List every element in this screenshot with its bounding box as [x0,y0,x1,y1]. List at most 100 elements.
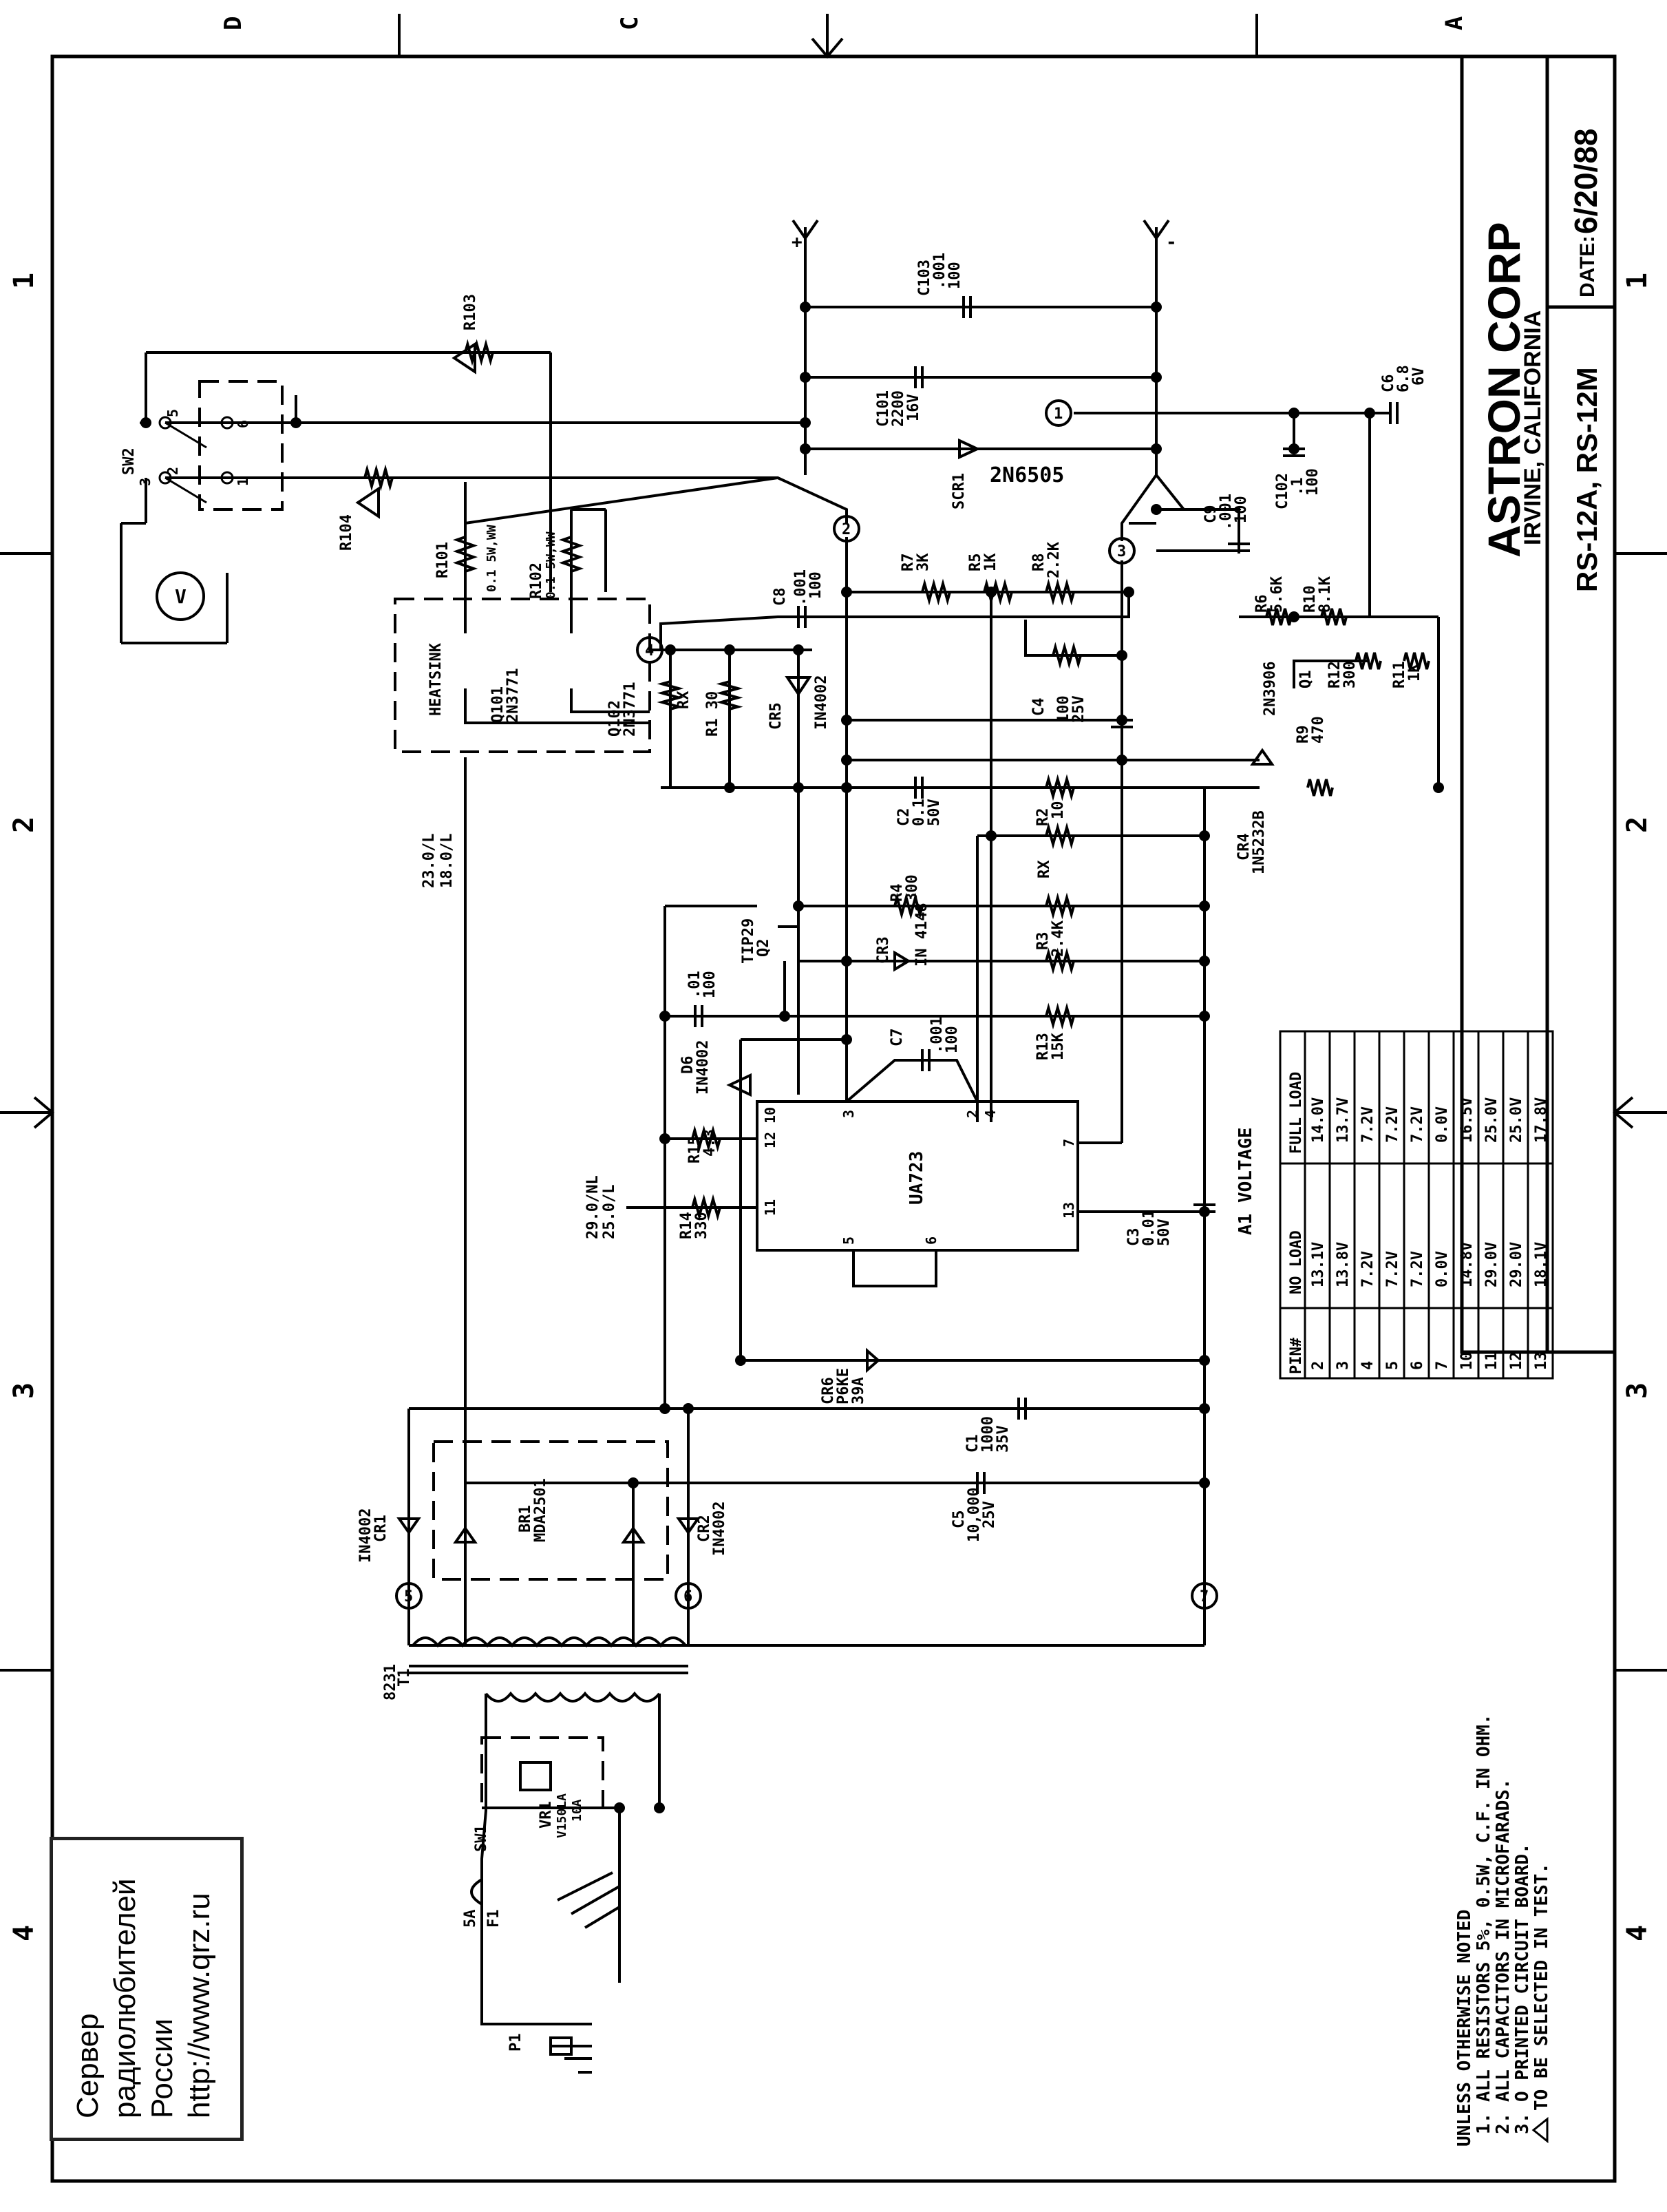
table-cell: 25.0V [1508,1097,1525,1143]
zone-number-1-right: 1 [1622,273,1653,289]
switch-arm [164,476,207,504]
table-grid [1304,1031,1529,1378]
switch-contact [220,416,234,430]
label-c2-v1: 0.1 [911,799,928,826]
resistor-icon [1052,642,1082,669]
pcb-node-label: 4 [645,642,654,660]
label-cr1: CR1 [372,1515,390,1542]
junction-dot [841,755,852,766]
resistors [363,339,1430,1221]
label-ic-pin7: 7 [1061,1139,1077,1147]
table-cell: 5 [1384,1361,1401,1370]
label-f1-value: 5A [462,1910,479,1928]
label-r6: R6 [1253,595,1271,613]
label-c7: C7 [889,1029,906,1047]
label-cr4-type: 1N5232B [1251,810,1268,874]
label-sw-pin2: 2 [164,467,181,475]
c7-loop [845,1059,979,1103]
zone-arrow-left [0,1096,55,1129]
junction-dot [659,1011,670,1022]
date-label: DATE: [1576,236,1599,297]
wire [1121,474,1158,541]
label-t1: T1 [396,1669,413,1687]
junction-dot [1123,587,1134,598]
watermark-text: Сервер радиолюбителей России http://www.… [53,1840,240,2138]
zone-number-4-right: 4 [1622,1925,1653,1941]
label-r10: R10 [1302,585,1319,613]
table-cell: 13.1V [1310,1242,1327,1287]
label-sw-pin6: 6 [235,420,251,428]
table-cell: 7.2V [1359,1251,1377,1287]
cr3-diode-icon [893,950,911,972]
label-r15: R15 [686,1136,703,1163]
label-v-23: 23.0/L [421,834,438,888]
label-cr6-t1: P6KE [835,1368,852,1404]
table-cell: 6 [1409,1361,1426,1370]
component-labels: C103 .001 100 C101 2200 16V C102 .1 100 … [120,232,1427,2052]
junction-dot [1199,1477,1210,1488]
label-rx: RX [675,691,692,710]
label-r104: R104 [338,514,355,551]
pcb-node-label: 3 [1117,543,1126,560]
label-v-29: 29.0/NL [584,1175,602,1239]
note-line-3: 3. O PRINTED CIRCUIT BOARD. [1512,1843,1533,2134]
label-cr6-t2: 39A [850,1377,867,1404]
table-header-fullload: FULL LOAD [1288,1072,1305,1154]
label-cr4: CR4 [1235,833,1253,861]
junction-dot [1199,1355,1210,1366]
label-c3-v1: 0.01 [1140,1210,1158,1246]
label-c1: C1 [964,1435,981,1453]
pcb-node-icon [1108,537,1136,565]
label-r102: R102 [528,562,545,599]
c8-row [659,592,1130,650]
label-c3: C3 [1125,1228,1143,1247]
label-r13: R13 [1034,1033,1052,1060]
label-c4-v1: 100 [1055,695,1072,723]
notes-heading: UNLESS OTHERWISE NOTED [1454,1910,1475,2147]
table-cell: 29.0V [1483,1242,1500,1287]
junction-dot [841,782,852,793]
label-c10-v1: .01 [686,971,703,998]
pcb-node-label: 1 [1054,405,1063,423]
label-c6: C6 [1380,375,1397,393]
table-cell: 0.0V [1434,1106,1451,1143]
notes-block: UNLESS OTHERWISE NOTED 1. ALL RESISTORS … [1454,1714,1552,2147]
table-title: A1 VOLTAGE [1235,1127,1256,1235]
junction-dot [1151,504,1162,515]
cr5-diode-icon [785,676,812,697]
label-r4-value: 300 [904,874,921,902]
fuse-icon [470,1878,483,1906]
label-q2: Q2 [755,939,772,958]
junction-dot [841,1034,852,1045]
label-c8-v2: 100 [807,571,825,599]
resistor-icon [558,536,584,573]
transformer-secondary [412,1636,687,1648]
label-q101: Q101 [489,686,507,723]
table-cell: 11 [1483,1352,1500,1371]
watermark-line-3: России [145,2018,179,2118]
pcb-node-icon [395,1582,423,1610]
d6-diode-icon [726,1073,752,1097]
resistor-icon [1045,1002,1075,1030]
junction-dots [140,302,1444,1813]
varistor-icon [519,1761,552,1791]
cr1-diode-icon [396,1517,421,1535]
label-ic-pin3: 3 [840,1110,857,1118]
zone-number-2: 2 [8,817,40,833]
label-c6-v1: 6.8 [1395,365,1412,392]
label-r101-value: 0.1 5W,WW [485,525,499,592]
table-cell: 10 [1458,1352,1476,1371]
junction-dot [665,644,676,655]
label-r5: R5 [967,554,984,572]
label-c7-v1: .001 [928,1017,946,1053]
voltmeter-icon [156,571,205,621]
ground-icon [557,1871,621,1929]
junction-dot [659,1133,670,1144]
junction-dot [1199,956,1210,967]
resistor-icon [1045,892,1075,920]
resistor-icon [1355,652,1382,670]
label-r101: R101 [434,542,452,578]
junction-dot [1433,782,1444,793]
pcb-node-label: 7 [1200,1588,1209,1605]
